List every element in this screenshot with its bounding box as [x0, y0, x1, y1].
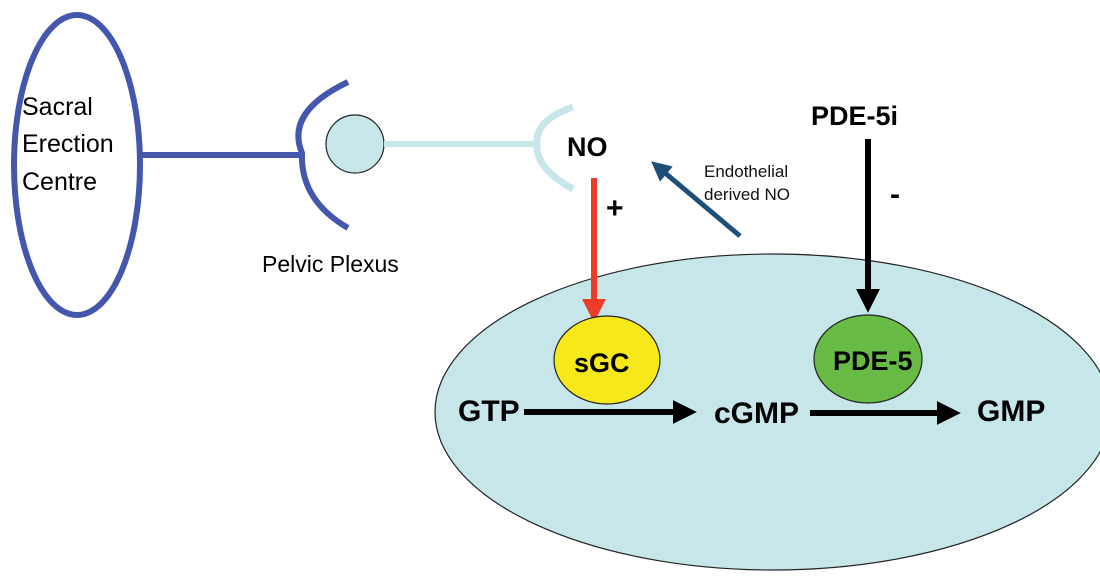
- sgc-enzyme: [553, 315, 661, 405]
- cgmp-label: cGMP: [714, 397, 799, 430]
- plus-sign: +: [606, 192, 624, 225]
- endothelial-no-arrow: [651, 161, 742, 238]
- endothelial-label-line1: Endothelial: [704, 162, 788, 181]
- sgc-label: sGC: [574, 348, 630, 378]
- nerve-terminal: [533, 103, 575, 193]
- no-label: NO: [567, 132, 608, 162]
- sacral-centre-label-line1: Sacral: [22, 93, 93, 121]
- pelvic-plexus-label: Pelvic Plexus: [262, 251, 399, 277]
- sacral-erection-centre-oval: [11, 12, 143, 318]
- pde5-label: PDE-5: [833, 346, 913, 376]
- gmp-label: GMP: [977, 395, 1045, 428]
- gtp-label: GTP: [458, 395, 520, 428]
- minus-sign: -: [890, 178, 900, 211]
- sacral-centre-label-line3: Centre: [22, 168, 97, 196]
- ganglion-cell-body: [325, 114, 385, 174]
- endothelial-label-line2: derived NO: [704, 185, 790, 204]
- sacral-centre-label-line2: Erection: [22, 130, 114, 158]
- pelvic-plexus-synapse: [295, 79, 350, 231]
- pde5i-label: PDE-5i: [811, 101, 898, 131]
- pde5-enzyme: [813, 314, 923, 404]
